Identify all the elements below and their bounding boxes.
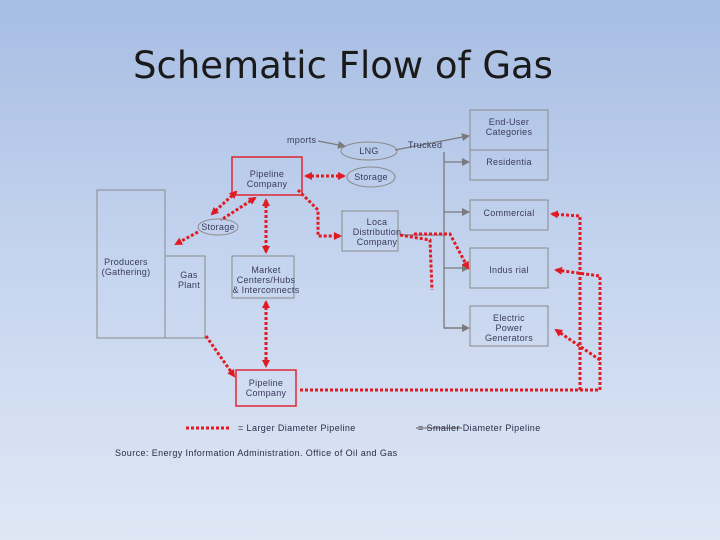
electric-power-box	[469, 305, 549, 347]
residential-label: Residentia	[486, 157, 532, 167]
ldc-label-l2: Distribution	[352, 227, 402, 237]
legend-large-label: = Larger Diameter Pipeline	[238, 423, 356, 433]
end-user-label-l1: End-User	[488, 117, 530, 127]
residential-box	[469, 149, 549, 181]
slide-title: Schematic Flow of Gas	[133, 44, 553, 87]
market-label-l2: Centers/Hubs	[236, 275, 296, 285]
industrial-label: Indus rial	[489, 265, 529, 275]
trucked-label: Trucked	[408, 140, 443, 150]
industrial-box	[469, 247, 549, 289]
legend-small-label: = Smaller Diameter Pipeline	[418, 423, 541, 433]
gas-plant-label-l2: Plant	[177, 280, 200, 290]
market-label-l1: Market	[251, 265, 281, 275]
storage-left-label: Storage	[201, 222, 235, 232]
producers-label-l2: (Gathering)	[101, 267, 151, 277]
pipeline-bottom-label-l2: Company	[245, 388, 287, 398]
pipeline-company-top-box	[231, 156, 303, 196]
pipeline-top-label-l2: Company	[246, 179, 288, 189]
storage-top-oval	[346, 166, 396, 188]
commercial-label: Commercial	[483, 208, 535, 218]
electric-label-l1: Electric	[493, 313, 525, 323]
producers-label-l1: Producers	[104, 257, 148, 267]
imports-label: mports	[287, 135, 317, 145]
gas-plant-box	[164, 255, 206, 339]
commercial-box	[469, 199, 549, 231]
lng-label: LNG	[359, 146, 379, 156]
source-note: Source: Energy Information Administratio…	[115, 448, 398, 458]
ldc-label-l1: Loca	[366, 217, 388, 227]
end-user-label-l2: Categories	[485, 127, 533, 137]
pipeline-bottom-label-l1: Pipeline	[248, 378, 284, 388]
ldc-box	[341, 210, 399, 252]
pipeline-top-label-l1: Pipeline	[249, 169, 285, 179]
gas-plant-label-l1: Gas	[180, 270, 198, 280]
pipeline-company-bottom-box	[235, 369, 297, 407]
electric-label-l3: Generators	[484, 333, 534, 343]
market-centers-box	[231, 255, 295, 299]
electric-label-l2: Power	[495, 323, 523, 333]
storage-left-oval	[197, 218, 239, 236]
ldc-label-l3: Company	[356, 237, 398, 247]
market-label-l3: & Interconnects	[232, 285, 300, 295]
lng-oval	[340, 141, 398, 161]
storage-top-label: Storage	[354, 172, 388, 182]
